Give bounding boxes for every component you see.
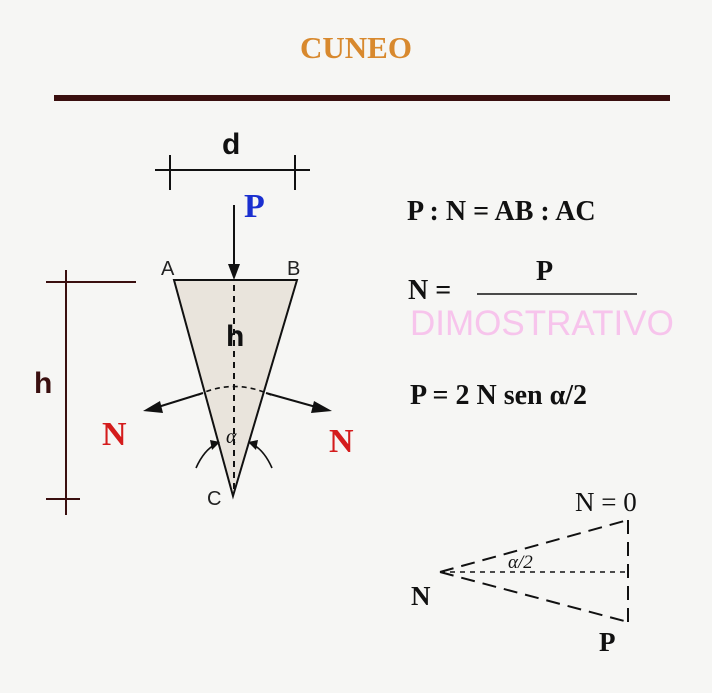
- force-triangle: [439, 519, 629, 623]
- page-title: CUNEO: [300, 30, 412, 65]
- force-triangle-top-label: N = 0: [575, 487, 637, 517]
- force-triangle-bottom-label: P: [599, 627, 616, 657]
- dimension-h-outer: [46, 270, 136, 515]
- wedge-triangle: [172, 279, 299, 500]
- force-p-arrow: [228, 205, 240, 280]
- force-n-left-arrow: [143, 392, 204, 413]
- label-h-outer: h: [34, 367, 53, 400]
- vertex-a: A: [161, 258, 175, 280]
- formula-n-lhs: N =: [408, 275, 452, 306]
- force-triangle-angle-label: α/2: [508, 552, 533, 573]
- watermark: DIMOSTRATIVO: [410, 304, 674, 343]
- label-alpha: α: [226, 426, 237, 448]
- label-n-right: N: [329, 423, 354, 460]
- force-n-right-arrow: [265, 392, 332, 413]
- formula-p-equation: P = 2 N sen α/2: [410, 380, 588, 411]
- vertex-b: B: [287, 258, 301, 280]
- wedge-arc: [197, 385, 272, 396]
- label-force-p: P: [244, 188, 265, 225]
- label-d: d: [222, 128, 241, 161]
- title-divider: [54, 95, 670, 101]
- dimension-d: [155, 155, 310, 190]
- formula-ratio: P : N = AB : AC: [407, 196, 596, 227]
- force-triangle-left-label: N: [411, 581, 431, 611]
- formula-n-numerator: P: [536, 256, 554, 287]
- label-n-left: N: [102, 416, 127, 453]
- vertex-c: C: [207, 488, 222, 510]
- label-h-inner: h: [226, 320, 245, 353]
